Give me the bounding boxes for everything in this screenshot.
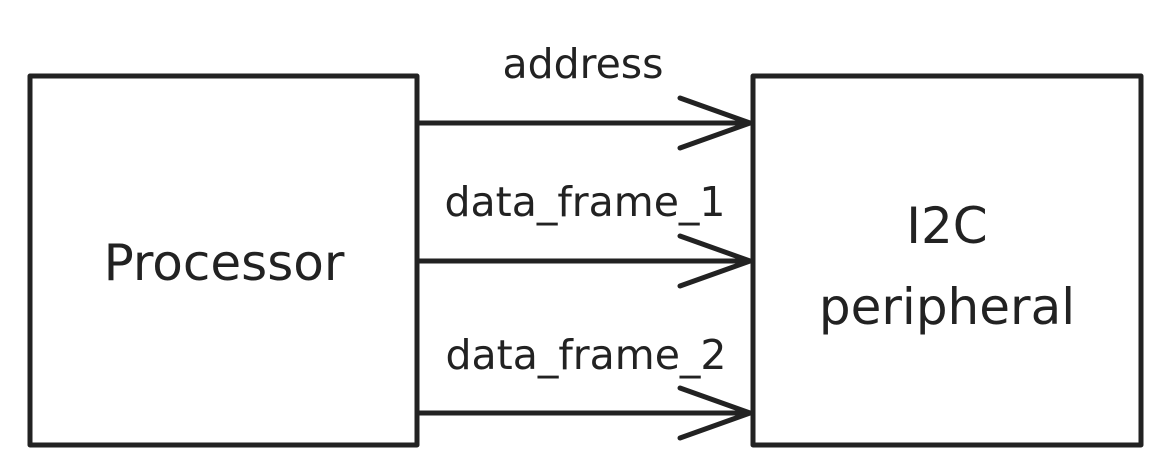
edge-data-frame-2-arrowhead xyxy=(677,385,753,441)
edge-data-frame-2-label: data_frame_2 xyxy=(445,331,726,379)
i2c-label-line-1: I2C xyxy=(906,197,987,255)
i2c-box xyxy=(750,73,1144,448)
edge-data-frame-2: data_frame_2 xyxy=(416,331,753,441)
edge-data-frame-1-arrowhead xyxy=(677,233,753,289)
processor-label: Processor xyxy=(104,234,345,292)
processor-node: Processor xyxy=(27,73,420,448)
processor-box xyxy=(27,73,420,448)
i2c-label-line-2: peripheral xyxy=(819,278,1075,336)
i2c-node: I2C peripheral xyxy=(750,73,1144,448)
edge-address: address xyxy=(416,40,753,151)
edge-address-arrowhead xyxy=(677,95,753,151)
edge-data-frame-1-label: data_frame_1 xyxy=(444,178,725,226)
edge-address-label: address xyxy=(502,40,663,88)
edge-data-frame-1: data_frame_1 xyxy=(416,178,753,289)
